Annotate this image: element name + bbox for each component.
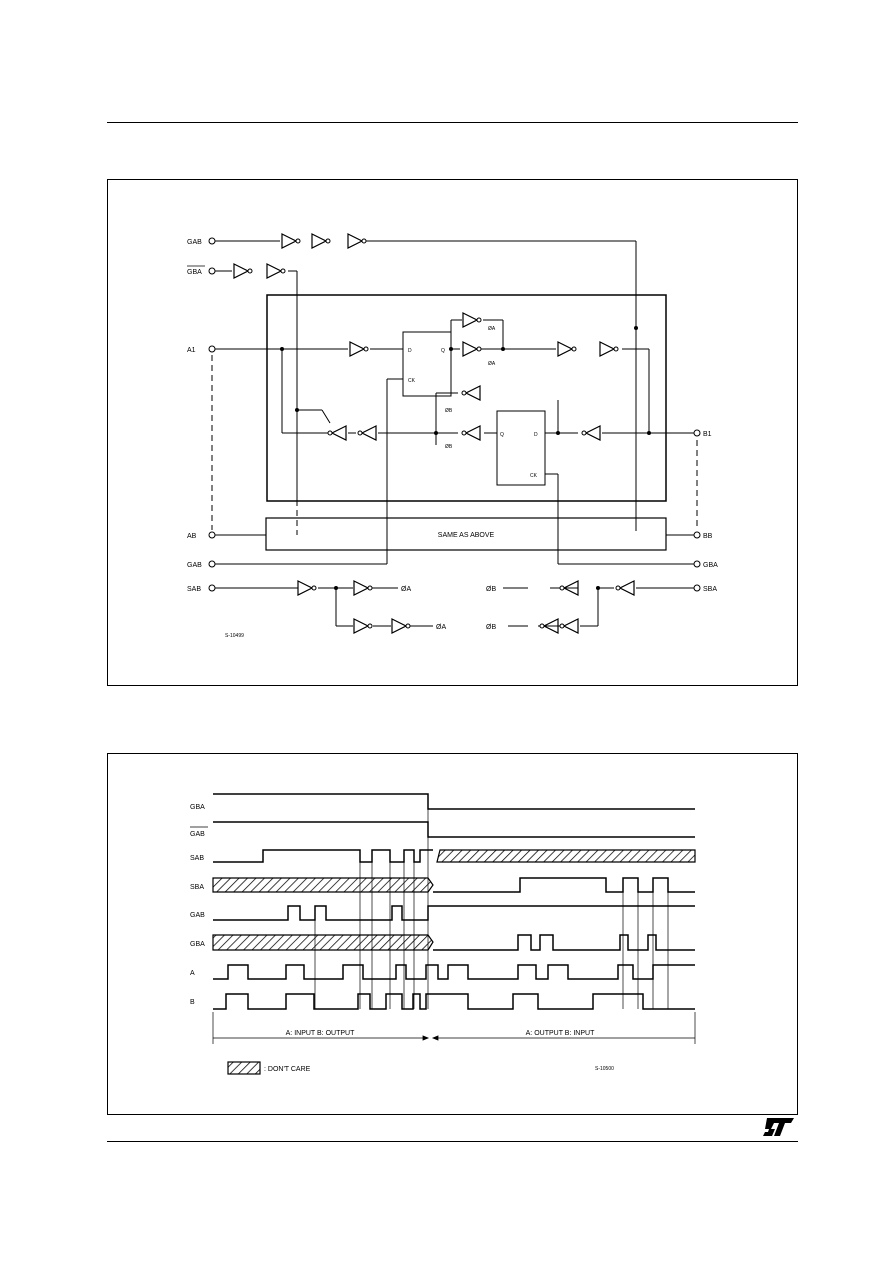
ff-label: D xyxy=(534,432,538,438)
ff-label: Q xyxy=(500,432,504,438)
clock-label: ØB xyxy=(445,444,453,450)
clock-output-label: ØA xyxy=(436,624,446,631)
pin-label: GBA xyxy=(187,269,202,276)
signal-label: A xyxy=(190,970,195,977)
pin-label: BB xyxy=(703,533,713,540)
pin-label: SBA xyxy=(703,586,717,593)
clock-label: ØB xyxy=(445,408,453,414)
pin-label: GAB xyxy=(187,239,202,246)
ref-code: S-10499 xyxy=(225,633,244,639)
signal-label: GAB xyxy=(190,831,205,838)
same-as-above-label: SAME AS ABOVE xyxy=(438,532,495,539)
logic-diagram: GAB GBA A1 AB GAB SAB B1 BB GBA SBA D Q … xyxy=(187,233,718,639)
pin-label: A1 xyxy=(187,347,196,354)
clock-label: ØA xyxy=(488,326,496,332)
st-logo xyxy=(763,1118,794,1136)
pin-label: GAB xyxy=(187,562,202,569)
signal-label: GAB xyxy=(190,912,205,919)
pin-label: GBA xyxy=(703,562,718,569)
ff-label: Q xyxy=(441,348,445,354)
timing-diagram: GBA GAB SAB SBA GAB GBA A B A: INPUT B: … xyxy=(190,793,696,1075)
footer-rule xyxy=(107,1141,798,1142)
ref-code: S-10500 xyxy=(595,1066,614,1072)
pin-label: AB xyxy=(187,533,197,540)
signal-label: GBA xyxy=(190,941,205,948)
signal-label: SAB xyxy=(190,855,204,862)
signal-label: B xyxy=(190,999,195,1006)
pin-label: B1 xyxy=(703,431,712,438)
logic-diagram-frame: GAB GBA A1 AB GAB SAB B1 BB GBA SBA D Q … xyxy=(107,179,798,686)
clock-output-label: ØB xyxy=(486,624,496,631)
legend-text: : DON'T CARE xyxy=(264,1066,311,1073)
signal-label: GBA xyxy=(190,804,205,811)
signal-label: SBA xyxy=(190,884,204,891)
ff-label: CK xyxy=(408,378,416,384)
pin-label: SAB xyxy=(187,586,201,593)
phase-label-left: A: INPUT B: OUTPUT xyxy=(286,1030,355,1037)
header-rule xyxy=(107,122,798,123)
timing-diagram-frame: GBA GAB SAB SBA GAB GBA A B A: INPUT B: … xyxy=(107,753,798,1115)
clock-output-label: ØB xyxy=(486,586,496,593)
clock-output-label: ØA xyxy=(401,586,411,593)
phase-label-right: A: OUTPUT B: INPUT xyxy=(526,1030,595,1037)
ff-label: D xyxy=(408,348,412,354)
clock-label: ØA xyxy=(488,361,496,367)
ff-label: CK xyxy=(530,473,538,479)
